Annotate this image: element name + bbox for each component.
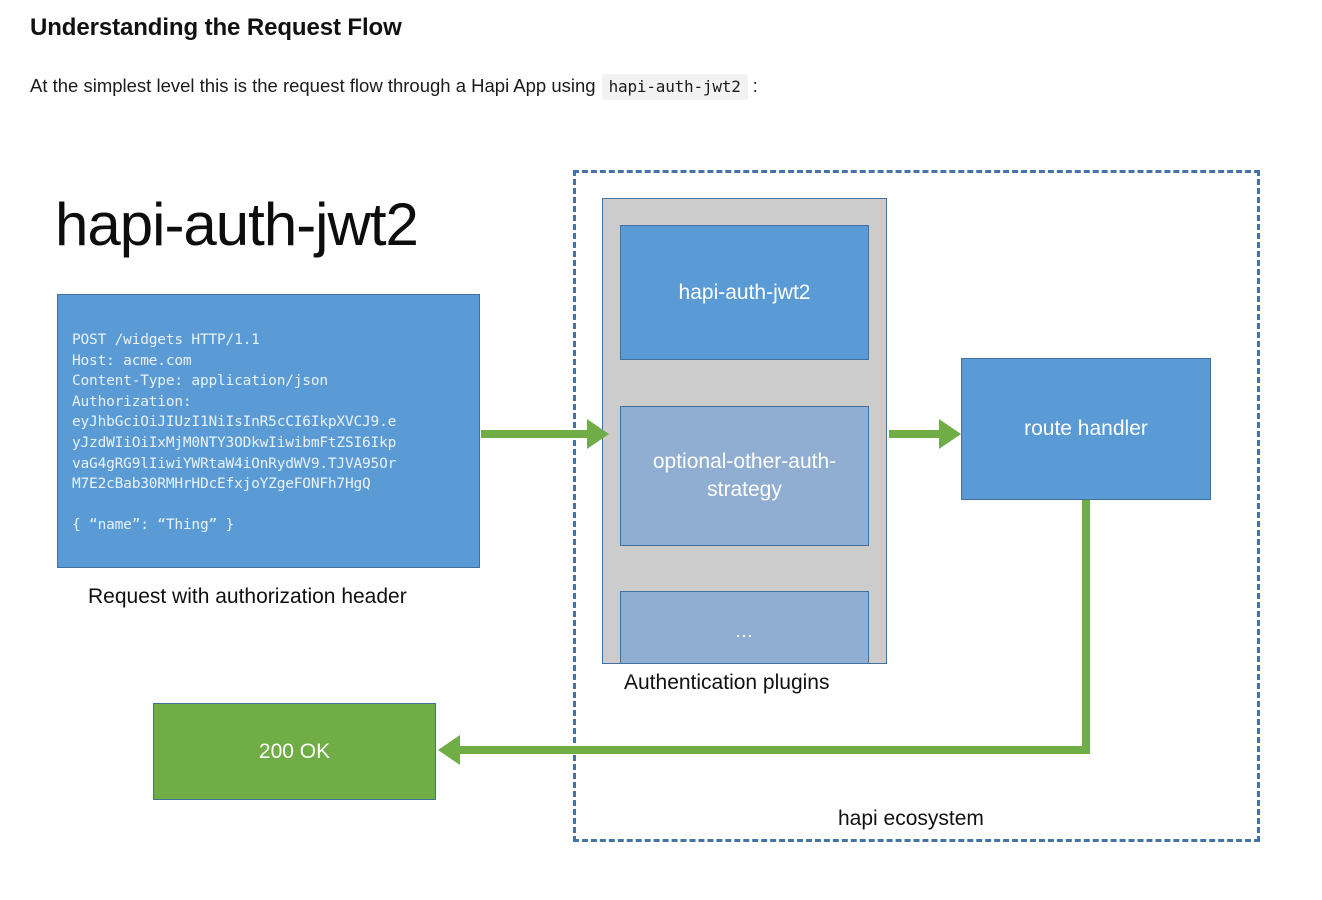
plugin-card-more: ...	[620, 591, 869, 663]
plugin-card-hapi-auth-jwt2: hapi-auth-jwt2	[620, 225, 869, 360]
plugin-card-label: ...	[735, 621, 754, 641]
page-title: Understanding the Request Flow	[30, 14, 402, 41]
brandmark-title: hapi-auth-jwt2	[55, 191, 419, 258]
request-caption: Request with authorization header	[88, 585, 407, 608]
response-label: 200 OK	[258, 739, 331, 763]
plugin-card-label: optional-other-auth-strategy	[652, 450, 837, 501]
authentication-plugins-caption: Authentication plugins	[624, 671, 830, 694]
intro-paragraph: At the simplest level this is the reques…	[30, 74, 758, 100]
intro-colon: :	[752, 75, 758, 96]
request-code-text: POST /widgets HTTP/1.1 Host: acme.com Co…	[72, 332, 397, 534]
hapi-ecosystem-label: hapi ecosystem	[838, 807, 984, 830]
inline-code-chip: hapi-auth-jwt2	[601, 74, 748, 100]
response-200-ok-box: 200 OK	[153, 703, 436, 800]
plugin-card-label: hapi-auth-jwt2	[678, 280, 811, 304]
route-handler-label: route handler	[1024, 417, 1148, 440]
route-handler-box: route handler	[961, 358, 1211, 500]
authentication-plugin-stack: hapi-auth-jwt2 optional-other-auth-strat…	[602, 198, 887, 664]
intro-text: At the simplest level this is the reques…	[30, 75, 596, 96]
plugin-card-optional-other-auth-strategy: optional-other-auth-strategy	[620, 406, 869, 546]
request-box: POST /widgets HTTP/1.1 Host: acme.com Co…	[57, 294, 480, 568]
